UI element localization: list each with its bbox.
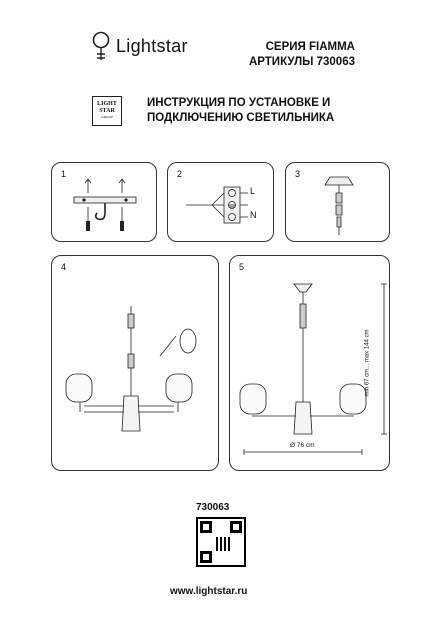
panel-number: 5 bbox=[239, 262, 245, 272]
panel-number: 2 bbox=[177, 169, 183, 179]
terminal-block-illustration bbox=[186, 186, 248, 224]
panel-number: 1 bbox=[61, 169, 67, 179]
badge-line-3: GROUP bbox=[101, 115, 113, 119]
width-dimension-label: Ø 76 cm bbox=[290, 442, 315, 449]
bracket-illustration bbox=[73, 178, 137, 231]
panel-dimensions: 5 Ø 76 cm min 67 cm... max 144 cm bbox=[229, 255, 390, 471]
panel-number: 3 bbox=[295, 169, 301, 179]
panel-number: 4 bbox=[61, 262, 67, 272]
neutral-label: N bbox=[250, 210, 257, 220]
brand-logo: Lightstar bbox=[90, 30, 230, 70]
panel-mounting-bracket: 1 bbox=[51, 162, 157, 242]
canopy-illustration bbox=[324, 176, 354, 235]
panel-wiring: 2 L N bbox=[167, 162, 274, 242]
articles-title: АРТИКУЛЫ 730063 bbox=[248, 56, 355, 68]
footer-article: 730063 bbox=[196, 502, 230, 513]
bulb-icon bbox=[92, 31, 110, 60]
panel-assembly: 4 bbox=[51, 255, 219, 471]
series-title: СЕРИЯ FIAMMA bbox=[265, 41, 355, 53]
instruction-line-1: ИНСТРУКЦИЯ ПО УСТАНОВКЕ И bbox=[147, 97, 331, 109]
brand-name: Lightstar bbox=[116, 36, 188, 56]
ground-icon bbox=[228, 204, 236, 208]
lightstar-group-badge: LIGHT STAR GROUP bbox=[92, 96, 122, 126]
footer-website: www.lightstar.ru bbox=[170, 586, 248, 597]
badge-line-1: LIGHT bbox=[97, 101, 117, 107]
panel-canopy: 3 bbox=[285, 162, 390, 242]
assembly-illustration bbox=[65, 306, 197, 432]
dimensions-illustration bbox=[239, 283, 387, 455]
instruction-line-2: ПОДКЛЮЧЕНИЮ СВЕТИЛЬНИКА bbox=[147, 112, 335, 124]
height-dimension-label: min 67 cm... max 144 cm bbox=[364, 329, 371, 397]
live-label: L bbox=[250, 186, 256, 196]
qr-code-icon bbox=[196, 517, 246, 567]
badge-line-2: STAR bbox=[99, 108, 115, 114]
